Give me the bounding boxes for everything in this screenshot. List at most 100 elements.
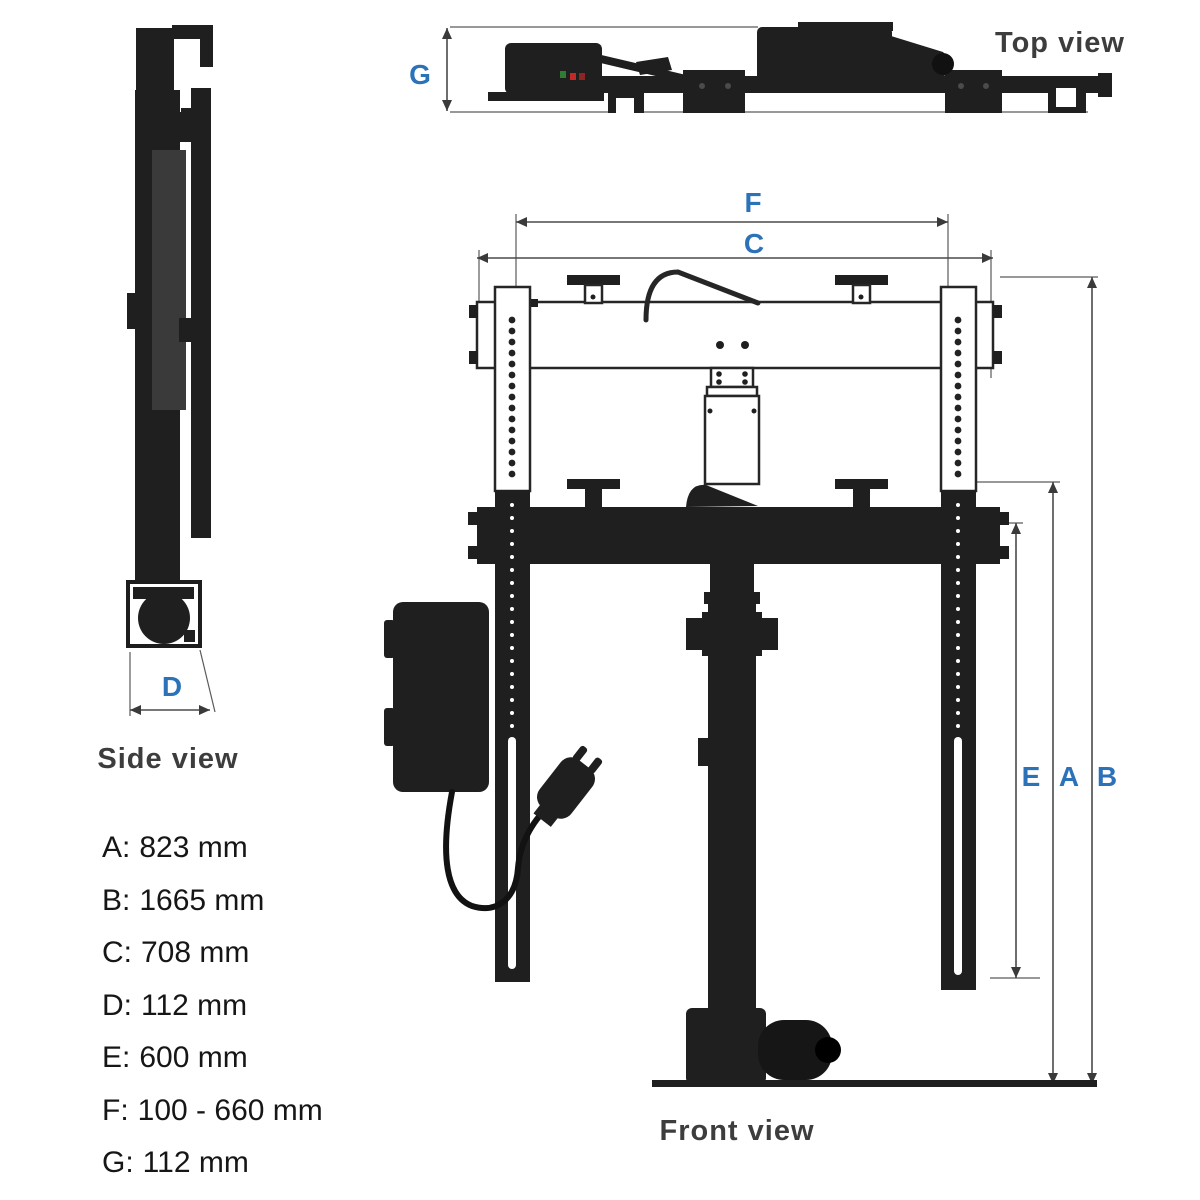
top-linkage: [636, 57, 672, 75]
f-dimension-label: F: [744, 187, 761, 218]
upper-cable-hook: [643, 269, 761, 323]
front-left-rail-lower: [495, 490, 530, 982]
d-arrow-right: [199, 705, 210, 715]
spec-key-d: D:: [102, 988, 132, 1022]
lower-tab-tl: [468, 512, 477, 525]
front-base-plate: [652, 1080, 1097, 1087]
top-view: G Top view: [409, 22, 1124, 113]
side-inner-plate: [152, 150, 186, 410]
spec-line-f: F:100 - 660 mm: [102, 1085, 323, 1138]
spec-line-a: A:823 mm: [102, 822, 323, 875]
side-rail-tab-lower: [179, 318, 192, 342]
front-right-rail-lower: [941, 490, 976, 990]
front-motor: [686, 1008, 841, 1084]
top-bracket-right-bolt1: [958, 83, 964, 89]
e-arrow-bottom: [1011, 967, 1021, 978]
side-foot-block: [184, 630, 195, 642]
a-arrow-bottom: [1048, 1073, 1058, 1084]
c-dimension-label: C: [744, 228, 764, 259]
c-arrow-right: [982, 253, 993, 263]
spec-line-c: C: 708 mm: [102, 927, 323, 980]
top-rail-endcap: [1098, 73, 1112, 97]
top-base-strip: [488, 92, 604, 101]
upper-t-mount-right: [835, 275, 888, 305]
lower-tab-bl: [468, 546, 477, 559]
spec-value-c: 708 mm: [141, 936, 250, 969]
side-view: D Side view: [97, 25, 238, 775]
side-mid-hook: [181, 108, 207, 154]
front-view-caption: Front view: [659, 1115, 814, 1147]
top-bracket-left: [683, 70, 745, 113]
dimension-spec-list: A:823 mm B:1665 mm C: 708 mm D: 112 mm E:6…: [102, 822, 323, 1190]
lower-tab-tr: [1000, 512, 1009, 525]
f-arrow-right: [937, 217, 948, 227]
spec-line-b: B:1665 mm: [102, 875, 323, 928]
b-dimension-label: B: [1097, 761, 1117, 792]
g-arrow-bottom: [442, 100, 452, 111]
d-arrow-left: [130, 705, 141, 715]
g-dimension-label: G: [409, 59, 431, 90]
power-plug: [533, 745, 603, 827]
a-dimension-label: A: [1059, 761, 1079, 792]
e-arrow-top: [1011, 523, 1021, 534]
front-view: F C B A E: [384, 187, 1117, 1147]
spec-line-e: E:600 mm: [102, 1032, 323, 1085]
side-top-bracket: [136, 28, 174, 110]
top-bracket-right: [945, 70, 1002, 113]
led-green: [560, 71, 566, 78]
lower-cable-hook: [686, 484, 758, 507]
crossbar-hole-2: [741, 341, 749, 349]
spec-value-d: 112 mm: [141, 988, 248, 1022]
side-rear-rail: [191, 88, 211, 538]
top-control-box: [505, 43, 602, 94]
crossbar-tab-br: [993, 351, 1002, 364]
spec-value-e: 600 mm: [139, 1041, 248, 1074]
side-top-hook: [172, 25, 213, 67]
d-extension-right: [199, 649, 216, 713]
e-dimension-label: E: [1022, 761, 1041, 792]
b-arrow-bottom: [1087, 1073, 1097, 1084]
top-bracket-left-bolt2: [725, 83, 731, 89]
spec-key-b: B:: [102, 883, 131, 917]
c-arrow-left: [477, 253, 488, 263]
side-left-lug: [127, 293, 136, 329]
center-upper-column: [703, 366, 761, 486]
center-lower-column: [686, 564, 778, 1029]
led-darkred: [579, 73, 585, 80]
side-foot-notch: [131, 600, 138, 616]
g-arrow-top: [442, 28, 452, 39]
lower-t-mount-left: [567, 479, 620, 508]
spec-value-f: 100 - 660 mm: [137, 1093, 323, 1127]
spec-key-f: F:: [102, 1093, 129, 1127]
spec-key-e: E:: [102, 1041, 131, 1074]
side-view-caption: Side view: [97, 743, 238, 775]
spec-key-g: G:: [102, 1146, 134, 1179]
top-motor-cylinder: [878, 32, 952, 83]
top-bracket-left-bolt1: [699, 83, 705, 89]
spec-value-b: 1665 mm: [139, 883, 265, 917]
spec-key-a: A:: [102, 831, 131, 864]
crossbar-tab-bl: [469, 351, 478, 364]
b-arrow-top: [1087, 277, 1097, 288]
crossbar-tab-tr: [993, 305, 1002, 318]
left-rail-chain: [508, 316, 516, 478]
f-arrow-left: [516, 217, 527, 227]
a-arrow-top: [1048, 482, 1058, 493]
spec-line-g: G:112 mm: [102, 1137, 323, 1190]
side-top-hook-notch: [186, 39, 200, 52]
crossbar-bolt-left: [530, 299, 538, 307]
led-red: [570, 73, 576, 80]
crossbar-hole-1: [716, 341, 724, 349]
upper-t-mount-left: [567, 275, 620, 305]
spec-key-c: C:: [102, 936, 132, 969]
top-foot-left-notch: [616, 98, 634, 113]
front-top-crossbar: [475, 300, 995, 370]
top-foot-right-notch: [1056, 88, 1076, 107]
lower-t-mount-right: [835, 479, 888, 508]
d-dimension-label: D: [162, 671, 182, 702]
top-housing-ridge: [798, 22, 893, 31]
crossbar-tab-tl: [469, 305, 478, 318]
side-motor-circle: [138, 592, 190, 644]
